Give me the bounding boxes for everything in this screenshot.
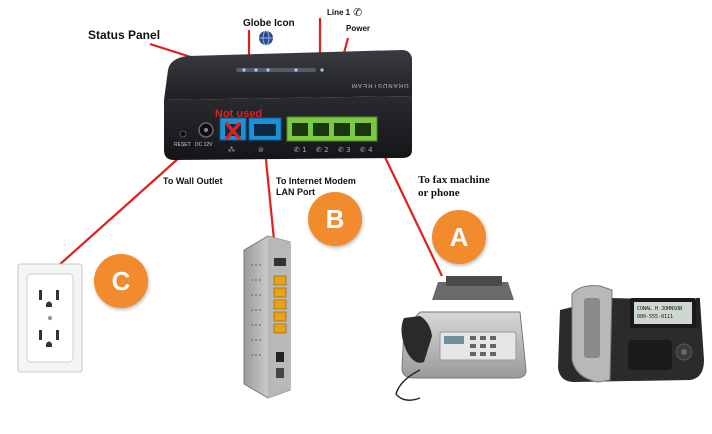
svg-text:✆ 2: ✆ 2 [316,146,329,154]
svg-text:✆ 4: ✆ 4 [360,146,373,154]
not-used-x-icon [225,122,241,140]
badge-c: C [94,254,148,308]
modem-lan-ports [273,275,287,334]
grandstream-device: ⁂ ⊘ ✆ 1 ✆ 2 ✆ 3 ✆ 4 [164,50,412,160]
status-panel-label: Status Panel [88,28,161,42]
globe-icon [259,30,273,46]
fax-label-line2: or phone [418,187,460,199]
modem-label-line1: To Internet Modem [276,176,356,186]
reset-button [179,130,187,138]
wall-outlet [17,263,83,373]
dc-label: DC 12V [195,142,213,148]
svg-text:✆ 1: ✆ 1 [294,146,307,154]
line1-label: Line 1 [327,8,351,17]
fax-label-line1: To fax machine [418,174,490,186]
line1-label-group: Line 1 ✆ [327,6,362,19]
internet-modem [243,235,291,399]
power-label: Power [346,24,371,33]
wall-outlet-label: To Wall Outlet [163,176,223,186]
modem-label: To Internet Modem LAN Port [276,176,356,198]
status-panel-leds [236,68,316,72]
badge-a: A [432,210,486,264]
phone-ports [286,116,378,142]
fax-label: To fax machine or phone [418,174,490,200]
svg-text:CONAL H JOHNSON: CONAL H JOHNSON [637,306,682,312]
modem-label-line2: LAN Port [276,187,315,197]
cordless-phone: CONAL H JOHNSON 000-555-0111 [558,285,704,383]
svg-text:000-555-0111: 000-555-0111 [637,314,673,320]
phone-icon: ✆ [353,6,363,19]
fax-machine [395,276,527,401]
svg-text:✆ 3: ✆ 3 [338,146,351,154]
globe-icon-label: Globe Icon [243,18,295,29]
svg-text:⁂: ⁂ [228,146,235,154]
svg-text:⊘: ⊘ [258,146,264,154]
modem-cable-down [264,159,276,241]
reset-label: RESET [174,142,191,148]
device-brand: GRANDSTREAM [351,82,409,88]
not-used-label: Not used [215,108,263,120]
badge-b: B [308,192,362,246]
